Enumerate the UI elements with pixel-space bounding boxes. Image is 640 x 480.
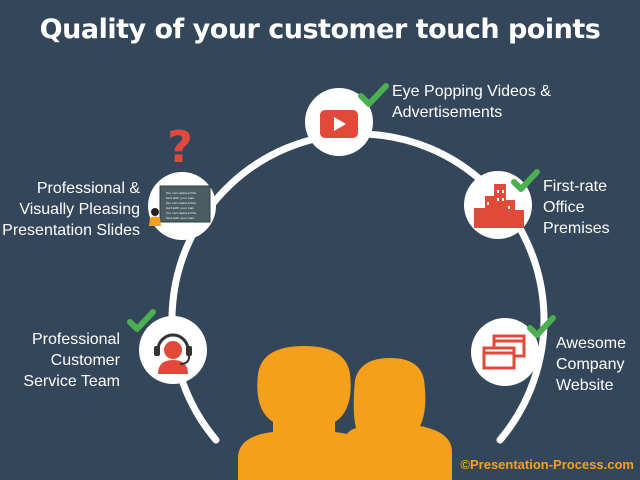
- check-icon: [511, 169, 540, 192]
- label-line: Service Team: [23, 373, 120, 390]
- node-videos: [305, 83, 389, 156]
- label-office: First-rate Office Premises: [543, 176, 610, 239]
- label-line: Eye Popping Videos &: [392, 83, 551, 100]
- label-presentation: Professional & Visually Pleasing Present…: [2, 178, 140, 241]
- label-line: Awesome: [556, 335, 626, 352]
- browser-windows-icon: [482, 334, 526, 370]
- label-line: First-rate: [543, 178, 607, 195]
- label-line: Customer: [50, 352, 120, 369]
- label-line: Office: [543, 199, 585, 216]
- slide-bullet: You can replace this: [166, 191, 196, 195]
- node-office: [464, 169, 540, 239]
- label-line: Presentation Slides: [2, 222, 140, 239]
- label-line: Visually Pleasing: [19, 201, 140, 218]
- node-presentation: You can replace this text with your own.…: [148, 122, 216, 240]
- office-buildings-icon: [474, 184, 524, 228]
- page-title: Quality of your customer touch points: [39, 14, 601, 45]
- slide-bullet: text with your own.: [166, 216, 195, 220]
- node-customer-service: [127, 309, 207, 384]
- slide-bullet: text with your own.: [166, 196, 195, 200]
- copyright-credit: ©Presentation-Process.com: [460, 457, 634, 472]
- label-line: Professional &: [36, 180, 140, 197]
- slide-bullet: You can replace this: [166, 201, 196, 205]
- label-line: Company: [556, 356, 625, 373]
- label-line: Website: [556, 377, 614, 394]
- label-line: Advertisements: [392, 104, 503, 121]
- slide-bullet: text with your own.: [166, 206, 195, 210]
- node-website: [471, 315, 556, 386]
- people-silhouette-icon: [238, 346, 452, 480]
- headset-agent-icon: [154, 333, 192, 374]
- presentation-board-icon: You can replace this text with your own.…: [149, 185, 211, 226]
- label-videos: Eye Popping Videos & Advertisements: [392, 81, 551, 123]
- check-icon: [527, 315, 556, 338]
- question-mark-icon: ?: [167, 122, 193, 173]
- label-website: Awesome Company Website: [556, 333, 626, 396]
- check-icon: [127, 309, 156, 332]
- label-line: Professional: [31, 331, 120, 348]
- video-play-icon: [320, 110, 358, 138]
- slide-bullet: You can replace this: [166, 211, 196, 215]
- label-customer-service: Professional Customer Service Team: [10, 329, 120, 392]
- presenter-figure-icon: [149, 208, 161, 226]
- slide-bullets: You can replace this text with your own.…: [166, 191, 196, 220]
- check-icon: [358, 83, 389, 107]
- label-line: Premises: [543, 220, 610, 237]
